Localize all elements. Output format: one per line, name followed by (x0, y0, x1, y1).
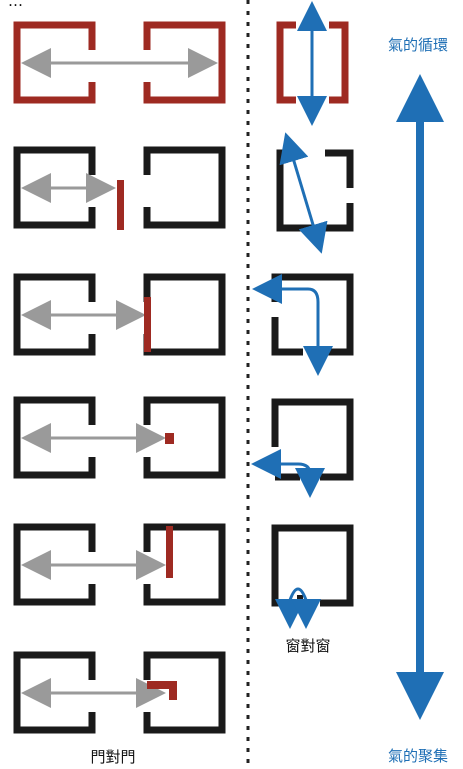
qi-gathering-label: 氣的聚集 (388, 747, 448, 765)
window-room (329, 21, 349, 104)
right-room (143, 651, 226, 734)
row-1 (13, 21, 226, 104)
flow-arrow (251, 449, 325, 498)
window-to-window-label: 窗對窗 (285, 637, 330, 655)
left-room (13, 651, 96, 734)
right-room (143, 273, 226, 356)
door-to-door-label: 門對門 (90, 748, 135, 766)
row-5 (13, 523, 226, 606)
win-3 (252, 273, 354, 376)
door-to-door-column (13, 21, 226, 734)
flow-arrow (279, 132, 328, 254)
window-room (297, 595, 303, 603)
win-4 (251, 398, 354, 498)
window-room (271, 317, 303, 356)
qi-circulation-label: 氣的循環 (388, 36, 448, 54)
right-room (143, 21, 226, 104)
window-room (271, 524, 354, 607)
right-room (143, 146, 226, 229)
row-4 (13, 396, 226, 479)
right-room (143, 396, 226, 479)
screen-marker (165, 433, 174, 444)
right-room (143, 523, 226, 606)
screen-marker (144, 297, 151, 352)
win-2 (276, 132, 354, 254)
flow-arrow (252, 274, 333, 376)
win-5 (271, 524, 354, 629)
window-room (325, 149, 354, 188)
row-3 (13, 273, 226, 356)
screen-marker (147, 681, 177, 700)
title-partial: … (8, 0, 23, 10)
win-1 (276, 1, 349, 126)
window-to-window-column (251, 1, 354, 629)
screen-marker (166, 526, 173, 578)
left-room (13, 396, 96, 479)
left-room (13, 21, 96, 104)
left-room (13, 146, 96, 229)
window-room (276, 21, 296, 104)
row-6 (13, 651, 226, 734)
window-room (276, 149, 354, 232)
left-room (13, 273, 96, 356)
flow-arrow (275, 587, 321, 629)
row-2 (13, 146, 226, 230)
window-room (271, 398, 354, 481)
screen-marker (117, 180, 124, 230)
left-room (13, 523, 96, 606)
